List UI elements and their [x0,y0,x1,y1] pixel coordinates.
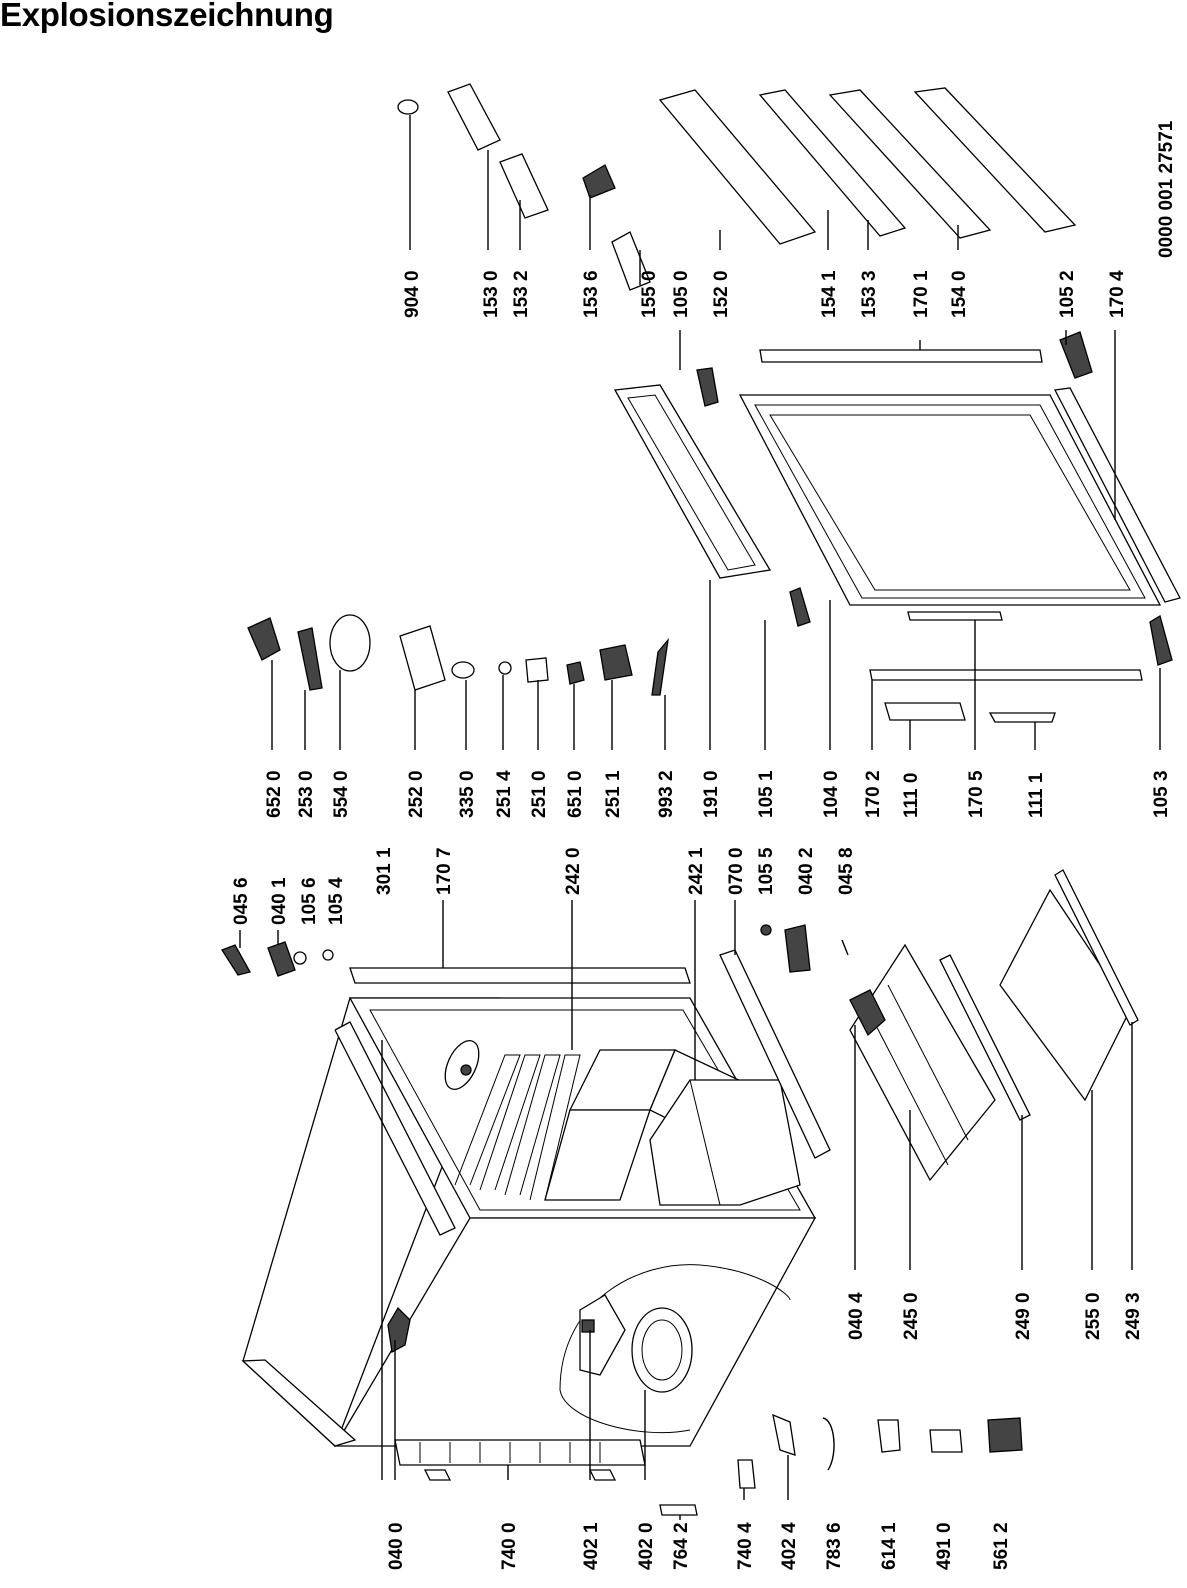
label-170-1: 170 1 [911,270,932,318]
doc-number: 0000 001 27571 [1156,120,1177,258]
label-153-6: 153 6 [581,270,602,318]
label-105-5: 105 5 [756,847,777,895]
label-614-1: 614 1 [879,1522,900,1570]
label-105-1: 105 1 [756,770,777,818]
label-154-0: 154 0 [949,270,970,318]
label-249-3: 249 3 [1123,1292,1144,1340]
label-170-7: 170 7 [434,847,455,895]
hinge-parts-drawing [221,924,849,984]
label-104-0: 104 0 [821,770,842,818]
label-764-2: 764 2 [671,1522,692,1570]
label-111-0: 111 0 [901,773,922,818]
label-740-4: 740 4 [735,1522,756,1570]
label-040-4: 040 4 [846,1292,867,1340]
page-title: Explosionszeichnung [0,0,334,33]
part-labels: 904 0 153 0 153 2 153 6 155 0 105 0 152 … [231,120,1177,1570]
label-402-1: 402 1 [581,1522,602,1570]
label-242-0: 242 0 [563,847,584,895]
label-245-0: 245 0 [901,1292,922,1340]
label-111-1: 111 1 [1026,772,1047,818]
label-154-1: 154 1 [819,270,840,318]
label-153-3: 153 3 [859,270,880,318]
label-191-0: 191 0 [701,770,722,818]
label-554-0: 554 0 [331,770,352,818]
label-040-0: 040 0 [386,1522,407,1570]
label-301-1: 301 1 [374,847,395,895]
label-740-0: 740 0 [499,1522,520,1570]
label-242-1: 242 1 [686,847,707,895]
label-255-0: 255 0 [1083,1292,1104,1340]
label-170-5: 170 5 [966,770,987,818]
bottom-parts-drawing [659,1413,1023,1516]
label-252-0: 252 0 [406,770,427,818]
label-783-6: 783 6 [824,1522,845,1570]
label-045-8: 045 8 [836,847,857,895]
label-561-2: 561 2 [991,1522,1012,1570]
label-152-0: 152 0 [711,270,732,318]
label-251-0: 251 0 [529,770,550,818]
door-bins-drawing [397,83,1077,291]
label-652-0: 652 0 [264,770,285,818]
label-491-0: 491 0 [934,1522,955,1570]
label-251-1: 251 1 [603,770,624,818]
label-402-4: 402 4 [779,1522,800,1570]
label-253-0: 253 0 [296,770,317,818]
label-105-0: 105 0 [671,270,692,318]
label-105-3: 105 3 [1151,770,1172,818]
label-249-0: 249 0 [1013,1292,1034,1340]
label-155-0: 155 0 [639,270,660,318]
label-335-0: 335 0 [457,770,478,818]
label-105-6: 105 6 [299,877,320,925]
label-651-0: 651 0 [565,770,586,818]
label-070-0: 070 0 [726,847,747,895]
door-drawing [613,331,1181,723]
label-105-2: 105 2 [1057,270,1078,318]
label-170-2: 170 2 [863,770,884,818]
label-251-4: 251 4 [494,770,515,818]
shelves-drawing [719,869,1139,1182]
label-040-1: 040 1 [269,877,290,925]
label-402-0: 402 0 [636,1522,657,1570]
label-045-6: 045 6 [231,877,252,925]
label-105-4: 105 4 [326,877,347,925]
label-153-2: 153 2 [511,270,532,318]
label-040-2: 040 2 [796,847,817,895]
leader-lines [239,115,1161,1520]
cabinet-drawing [241,997,817,1481]
control-parts-drawing [247,614,669,696]
label-170-4: 170 4 [1107,270,1128,318]
label-993-2: 993 2 [656,770,677,818]
label-904-0: 904 0 [402,270,423,318]
label-153-0: 153 0 [481,270,502,318]
